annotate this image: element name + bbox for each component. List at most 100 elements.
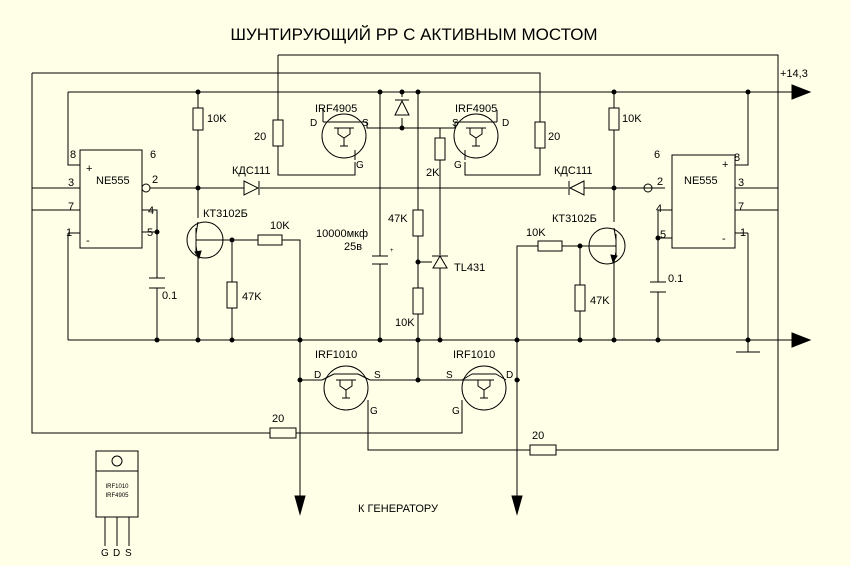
ne555-left-pin3: 3: [68, 177, 74, 189]
resistor-gate-n-right-label: 20: [532, 430, 544, 442]
diode-top-protection: [394, 99, 410, 116]
package-label-2: IRF4905: [105, 493, 129, 499]
mosfet-p-right-s: S: [452, 118, 459, 129]
transistor-left-kt3102b: [186, 221, 224, 260]
ne555-right-pin7: 7: [738, 201, 744, 213]
ne555-right: [643, 154, 736, 249]
ne555-left-pin6: 6: [150, 149, 156, 161]
mosfet-p-right-g: G: [454, 160, 462, 171]
cap-right-label: 0.1: [668, 273, 683, 285]
capacitor-right: [650, 281, 666, 293]
capacitor-main: [372, 255, 388, 265]
wires: [31, 54, 792, 498]
resistor-be-right-label: 47K: [590, 295, 610, 307]
resistor-divider-top-label: 47K: [388, 213, 408, 225]
ne555-left-pin2: 2: [152, 174, 158, 186]
mosfet-n-left-d: D: [314, 370, 321, 381]
resistor-base-right: [537, 240, 563, 252]
resistor-pullup-left-label: 10K: [207, 113, 227, 125]
generator-label: К ГЕНЕРАТОРУ: [358, 503, 439, 515]
ne555-left-pin5: 5: [147, 227, 153, 239]
ne555-right-pin6: 6: [654, 149, 660, 161]
resistor-2k: [434, 137, 446, 161]
output-arrow-right: [511, 495, 523, 516]
mosfet-n-left-s: S: [374, 370, 381, 381]
ne555-right-plus: +: [722, 159, 728, 171]
resistor-gate-p-left-label: 20: [254, 131, 266, 143]
resistor-gate-p-right: [534, 121, 546, 149]
ne555-right-name: NE555: [684, 175, 718, 187]
package-pin-s: S: [125, 548, 132, 559]
junction-dots: [154, 89, 751, 383]
mosfet-p-right-d: D: [502, 118, 509, 129]
mosfet-p-right-name: IRF4905: [455, 103, 497, 115]
capacitor-left: [149, 277, 165, 289]
diode-right-label: КДС111: [554, 165, 593, 177]
mosfet-irf1010-left: [321, 365, 371, 411]
resistor-divider-top: [412, 209, 424, 237]
ne555-right-pin1: 1: [740, 227, 746, 239]
cap-main-plus: +: [390, 248, 394, 254]
ne555-left-pin7: 7: [68, 201, 74, 213]
ne555-left: [79, 149, 151, 249]
ne555-left-name: NE555: [96, 175, 130, 187]
mosfet-irf4905-left: [321, 113, 367, 160]
resistor-gate-p-right-label: 20: [548, 131, 560, 143]
resistor-pullup-right: [608, 107, 620, 131]
mosfet-p-left-name: IRF4905: [315, 103, 357, 115]
mosfet-irf4905-right: [453, 113, 499, 160]
zener-tl431: [432, 255, 448, 269]
ne555-left-minus: -: [86, 235, 90, 247]
resistor-divider-bottom: [412, 287, 424, 315]
supply-rail-arrow: [791, 84, 812, 100]
ne555-right-pin2: 2: [657, 176, 663, 188]
ne555-left-pin4: 4: [148, 205, 154, 217]
resistor-pullup-left: [192, 107, 204, 131]
resistor-base-right-label: 10K: [526, 227, 546, 239]
to220-package: [95, 450, 139, 546]
resistor-be-left: [226, 281, 238, 309]
supply-label: +14,3: [780, 68, 808, 80]
package-pin-g: G: [101, 548, 109, 559]
resistor-base-left-label: 10K: [270, 220, 290, 232]
mosfet-n-right-d: D: [506, 370, 513, 381]
resistor-2k-label: 2K: [426, 167, 440, 179]
transistor-right-label: КТ3102Б: [552, 213, 597, 225]
resistor-gate-n-left: [269, 427, 297, 439]
mosfet-irf1010-right: [461, 365, 507, 411]
ne555-right-pin8: 8: [734, 152, 740, 164]
ne555-left-plus: +: [86, 163, 92, 175]
cap-left-label: 0.1: [162, 290, 177, 302]
resistor-pullup-right-label: 10K: [622, 113, 642, 125]
mosfet-n-left-g: G: [370, 406, 378, 417]
ne555-right-minus: -: [722, 233, 726, 245]
package-label-1: IRF1010: [105, 484, 129, 490]
output-arrow-left: [294, 495, 306, 516]
tl431-label: TL431: [454, 262, 485, 274]
ne555-right-pin4: 4: [656, 203, 662, 215]
diode-left-label: КДС111: [232, 165, 271, 177]
cap-main-value: 10000мкф: [316, 228, 368, 240]
package-pin-d: D: [113, 548, 120, 559]
transistor-right-kt3102b: [588, 227, 626, 265]
ne555-right-pin3: 3: [738, 177, 744, 189]
resistor-divider-bottom-label: 10K: [395, 317, 415, 329]
mosfet-p-left-d: D: [310, 118, 317, 129]
transistor-left-label: КТ3102Б: [203, 208, 248, 220]
resistor-be-left-label: 47K: [242, 291, 262, 303]
mosfet-n-left-name: IRF1010: [315, 349, 357, 361]
resistor-base-left: [257, 234, 283, 246]
mosfet-n-right-s: S: [446, 370, 453, 381]
mosfet-p-left-s: S: [362, 118, 369, 129]
ground-rail-arrow: [791, 332, 812, 348]
diode-kds111-right: [568, 180, 585, 196]
mosfet-n-right-g: G: [452, 406, 460, 417]
cap-main-voltage: 25в: [344, 241, 362, 253]
mosfet-n-right-name: IRF1010: [453, 349, 495, 361]
ne555-left-pin8: 8: [70, 149, 76, 161]
diode-kds111-left: [243, 180, 260, 196]
resistor-gate-n-right: [529, 444, 557, 456]
mosfet-p-left-g: G: [356, 160, 364, 171]
ne555-left-pin1: 1: [66, 227, 72, 239]
